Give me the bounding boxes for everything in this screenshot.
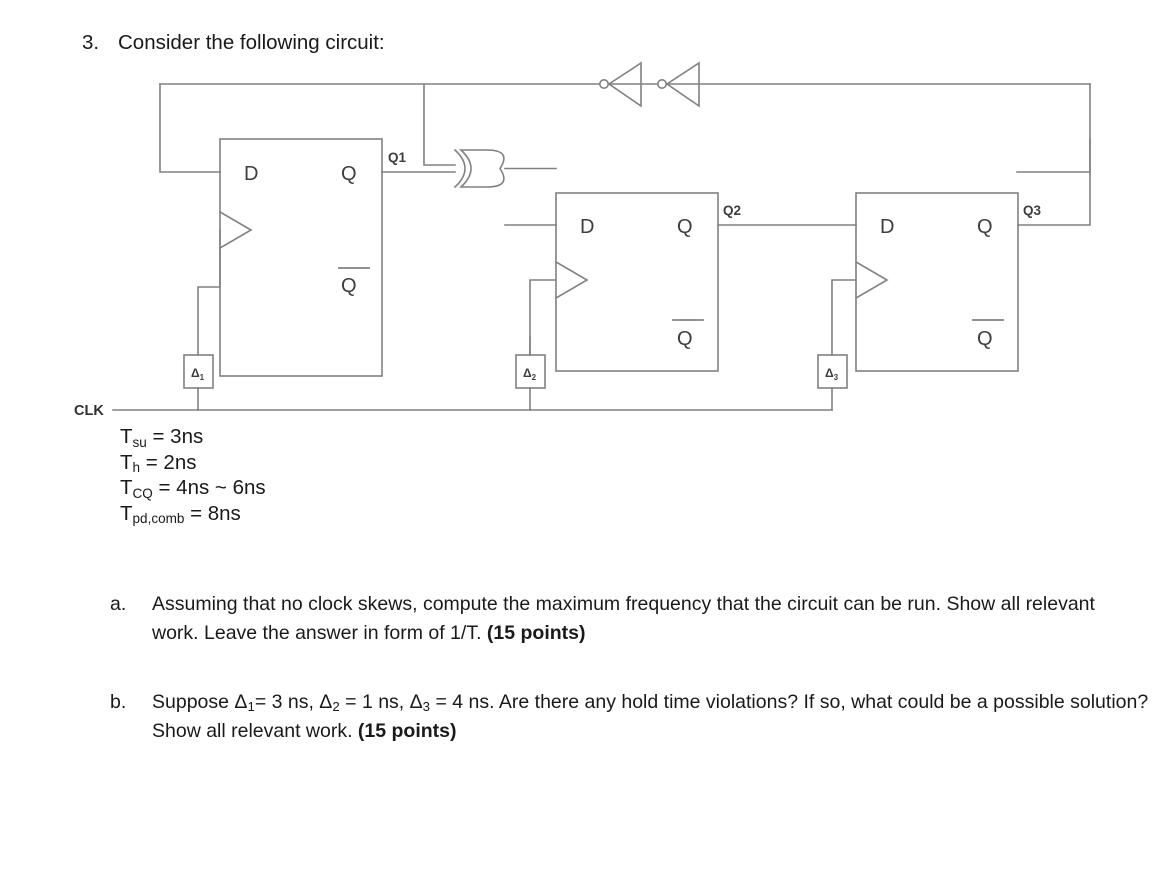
subquestion-b-text-post: = 4 ns. Are there any hold time violatio… bbox=[152, 691, 1149, 742]
th-sub: h bbox=[132, 460, 141, 476]
wire-delay2-riser-ff2 bbox=[529, 279, 557, 356]
clock-triangle-ff3 bbox=[854, 260, 889, 300]
delay-box-2 bbox=[515, 354, 546, 389]
tpdcomb-value: = 8ns bbox=[184, 501, 241, 525]
ff2-d-label: D bbox=[580, 216, 594, 238]
ff3-output-label: Q3 bbox=[1023, 203, 1042, 218]
xor-gate-back-arc bbox=[453, 148, 466, 189]
tsu-name: T bbox=[120, 425, 133, 448]
tpdcomb-sub: pd,comb bbox=[132, 511, 185, 527]
tpdcomb-name: T bbox=[120, 501, 133, 525]
subquestion-b-points: (15 points) bbox=[357, 720, 457, 742]
th-value: = 2ns bbox=[140, 450, 197, 474]
xor-gate-body bbox=[458, 149, 505, 188]
subquestion-b-text-pre: Suppose Δ bbox=[152, 691, 248, 713]
wire-delay3-to-ff3-clk bbox=[831, 279, 857, 356]
ff1-d-label: D bbox=[244, 163, 258, 185]
wire-delay1-to-ff1-clk bbox=[197, 229, 221, 356]
inverter-1-body bbox=[607, 61, 642, 108]
subquestion-b-sub2: 2 bbox=[332, 699, 340, 715]
inverter-2-bubble bbox=[656, 78, 667, 89]
subquestion-a-body: Assuming that no clock skews, compute th… bbox=[152, 590, 1120, 648]
wire-top-bus-to-ff1-d bbox=[159, 83, 221, 173]
ff3-d-label: D bbox=[880, 216, 894, 238]
tsu-value: = 3ns bbox=[146, 425, 204, 448]
question-prompt: Consider the following circuit: bbox=[118, 31, 385, 54]
subquestion-b-sub3: 3 bbox=[422, 699, 431, 715]
clock-triangle-ff2 bbox=[554, 260, 589, 300]
clk-label: CLK bbox=[74, 403, 104, 419]
delay-box-3 bbox=[817, 354, 848, 389]
inverter-2-body bbox=[665, 61, 700, 108]
ff2-qbar-label: Q bbox=[677, 328, 693, 350]
ff3-qbar-label: Q bbox=[977, 328, 993, 350]
flipflop-3-body bbox=[855, 192, 1019, 372]
timing-row-tcq: TCQ = 4ns ~ 6ns bbox=[120, 475, 266, 501]
timing-row-th: Th = 2ns bbox=[120, 450, 266, 476]
subquestion-b: b. Suppose Δ1= 3 ns, Δ2 = 1 ns, Δ3 = 4 n… bbox=[110, 688, 1150, 746]
circuit-diagram: D Q Q Q1 D Q Q Q2 D Q Q Q3 Δ1 Δ2 Δ3 CLK bbox=[0, 55, 1170, 430]
ff3-q-label: Q bbox=[977, 216, 993, 238]
clock-triangle-ff1 bbox=[218, 210, 253, 250]
ff2-q-label: Q bbox=[677, 216, 693, 238]
ff1-q-label: Q bbox=[341, 163, 357, 185]
subquestion-b-text-mid1: = 3 ns, Δ bbox=[254, 691, 333, 713]
tsu-sub: su bbox=[132, 434, 147, 450]
ff1-qbar-label: Q bbox=[341, 275, 357, 297]
subquestion-b-sub1: 1 bbox=[247, 699, 255, 715]
subquestion-a: a. Assuming that no clock skews, compute… bbox=[110, 590, 1120, 648]
wire-q3-feedback-right bbox=[1016, 83, 1091, 173]
tcq-name: T bbox=[120, 476, 133, 499]
tcq-sub: CQ bbox=[132, 485, 153, 501]
subquestion-b-marker: b. bbox=[110, 691, 127, 713]
th-name: T bbox=[120, 450, 133, 474]
wire-q3-out bbox=[1017, 138, 1091, 226]
page-title: 3. Consider the following circuit: bbox=[82, 30, 385, 56]
delay-box-3-label: Δ3 bbox=[825, 366, 839, 382]
subquestion-a-text: Assuming that no clock skews, compute th… bbox=[152, 593, 1095, 644]
subquestion-b-body: Suppose Δ1= 3 ns, Δ2 = 1 ns, Δ3 = 4 ns. … bbox=[152, 688, 1150, 746]
timing-parameter-list: Tsu = 3ns Th = 2ns TCQ = 4ns ~ 6ns Tpd,c… bbox=[120, 424, 266, 526]
subquestion-b-text-mid2: = 1 ns, Δ bbox=[339, 691, 423, 713]
subquestion-a-points: (15 points) bbox=[486, 622, 586, 644]
inverter-1-bubble bbox=[598, 78, 609, 89]
ff2-output-label: Q2 bbox=[723, 203, 741, 218]
subquestion-a-marker: a. bbox=[110, 593, 127, 615]
timing-row-tsu: Tsu = 3ns bbox=[120, 424, 266, 450]
delay-box-1-label: Δ1 bbox=[191, 366, 205, 382]
tcq-value: = 4ns ~ 6ns bbox=[152, 476, 266, 499]
delay-box-2-label: Δ2 bbox=[523, 366, 537, 382]
flipflop-2-body bbox=[555, 192, 719, 372]
ff1-output-label: Q1 bbox=[388, 150, 407, 165]
wire-topbus-tap-to-xor bbox=[423, 83, 456, 166]
delay-box-1 bbox=[183, 354, 214, 389]
question-number: 3. bbox=[82, 31, 100, 54]
timing-row-tpdcomb: Tpd,comb = 8ns bbox=[120, 501, 266, 527]
